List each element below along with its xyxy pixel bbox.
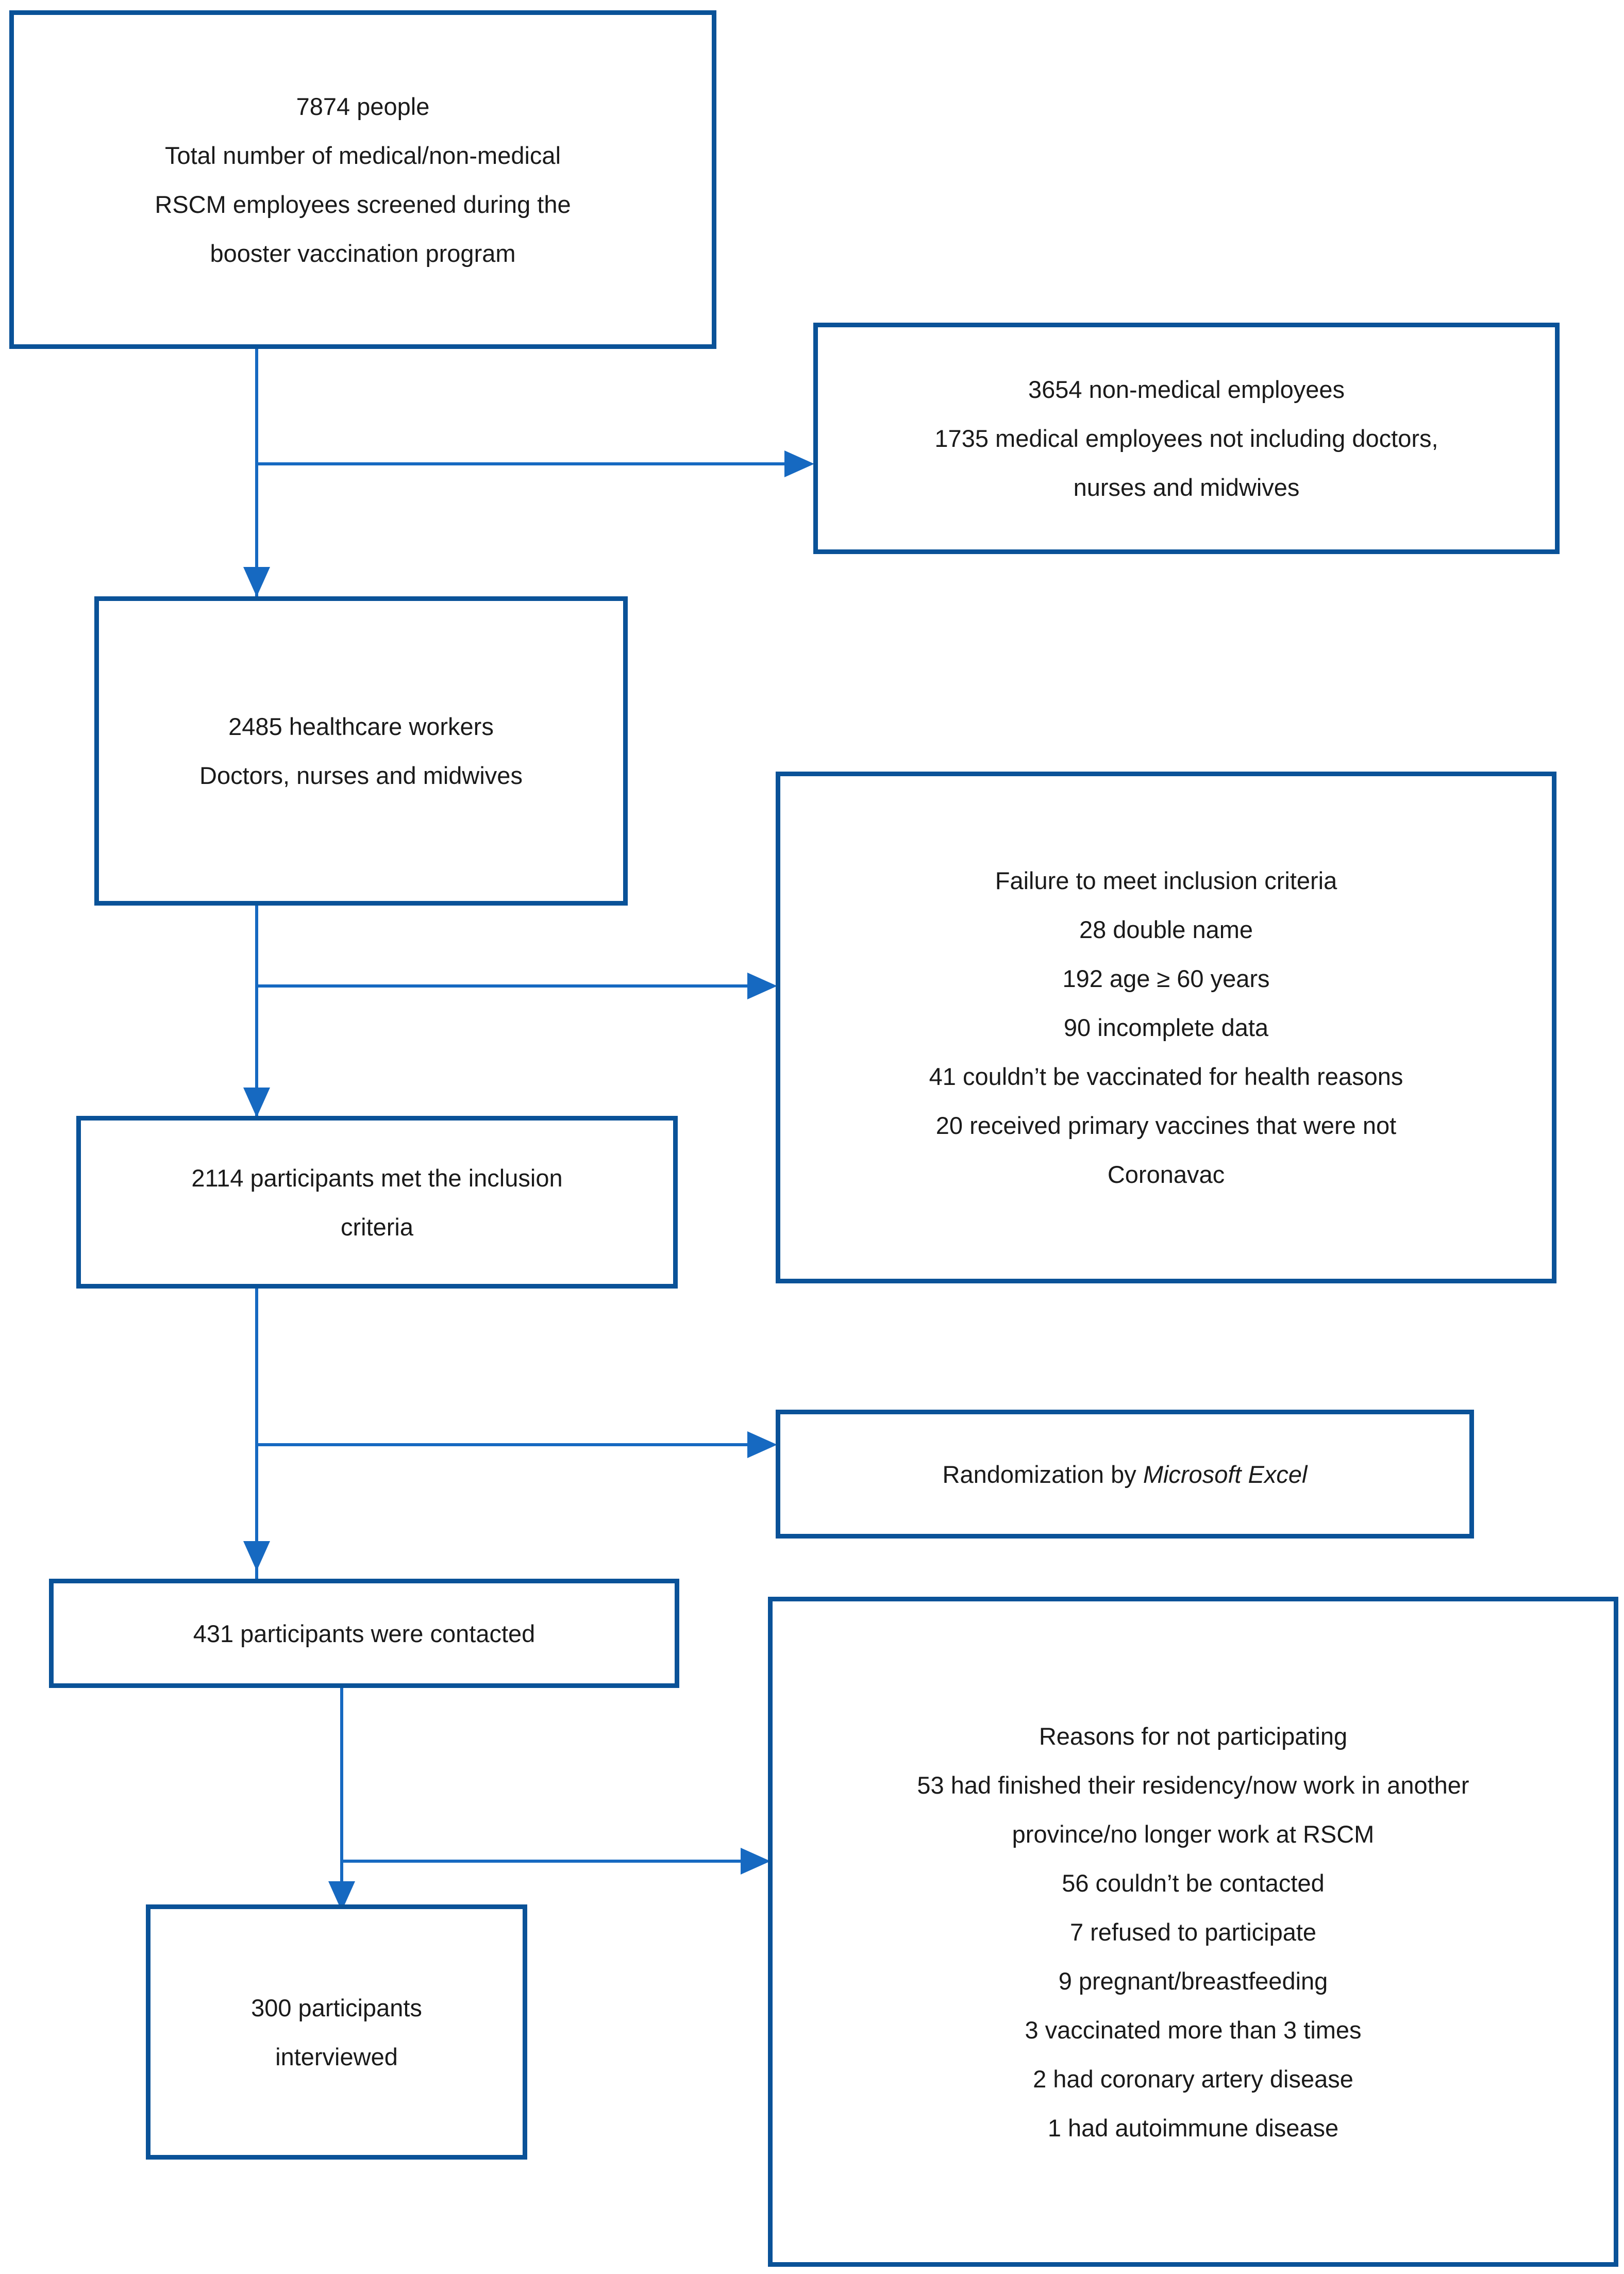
connector-horizontal-box1-to-box2 xyxy=(255,462,786,465)
node-line: RSCM employees screened during the xyxy=(155,190,571,218)
arrowhead-right-to-box2 xyxy=(784,450,814,477)
node-line: 90 incomplete data xyxy=(1063,1014,1269,1041)
node-line: 28 double name xyxy=(1079,916,1253,943)
node-line: Total number of medical/non-medical xyxy=(164,141,561,169)
node-line: criteria xyxy=(340,1213,414,1241)
node-excluded-non-medical: 3654 non-medical employees 1735 medical … xyxy=(813,323,1560,554)
node-screened-population: 7874 people Total number of medical/non-… xyxy=(9,10,716,349)
arrowhead-right-to-box6 xyxy=(747,1431,777,1458)
node-line: 431 participants were contacted xyxy=(193,1619,535,1647)
node-line: 20 received primary vaccines that were n… xyxy=(935,1112,1397,1139)
node-line: Failure to meet inclusion criteria xyxy=(995,867,1337,894)
node-line: 3 vaccinated more than 3 times xyxy=(1025,2016,1362,2044)
connector-horizontal-box7-to-box8 xyxy=(340,1860,742,1863)
node-line: 53 had finished their residency/now work… xyxy=(917,1771,1469,1799)
node-line: Coronavac xyxy=(1107,1161,1225,1188)
node-line: Randomization by Microsoft Excel xyxy=(780,1462,1469,1486)
randomization-tool-name: Microsoft Excel xyxy=(1143,1460,1308,1488)
connector-vertical-box5-to-box7 xyxy=(255,1237,258,1587)
node-line: 56 couldn’t be contacted xyxy=(1062,1869,1325,1897)
arrowhead-right-to-box8 xyxy=(741,1848,771,1875)
node-reasons-not-participating: Reasons for not participating 53 had fin… xyxy=(768,1597,1618,2267)
node-participants-contacted: 431 participants were contacted xyxy=(49,1579,679,1688)
connector-horizontal-box5-to-box6 xyxy=(255,1443,749,1446)
node-line: 7874 people xyxy=(296,92,430,120)
node-line: 2 had coronary artery disease xyxy=(1033,2065,1353,2093)
node-line: booster vaccination program xyxy=(210,239,516,267)
node-line: 2485 healthcare workers xyxy=(228,713,494,740)
node-line: 2114 participants met the inclusion xyxy=(191,1164,563,1192)
node-line: 300 participants xyxy=(251,1994,422,2021)
node-line: 41 couldn’t be vaccinated for health rea… xyxy=(929,1063,1403,1090)
node-met-inclusion-criteria: 2114 participants met the inclusion crit… xyxy=(76,1116,678,1289)
randomization-prefix: Randomization by xyxy=(942,1460,1143,1488)
node-line: interviewed xyxy=(275,2043,398,2070)
arrowhead-down-to-box7 xyxy=(243,1541,270,1571)
node-line: 192 age ≥ 60 years xyxy=(1062,965,1270,992)
node-participants-interviewed: 300 participants interviewed xyxy=(146,1904,527,2160)
node-line: 9 pregnant/breastfeeding xyxy=(1058,1967,1328,1995)
node-line: 1735 medical employees not including doc… xyxy=(934,425,1438,452)
arrowhead-down-to-box3 xyxy=(243,567,270,597)
arrowhead-down-to-box5 xyxy=(243,1088,270,1117)
node-line: 1 had autoimmune disease xyxy=(1047,2114,1339,2142)
node-line: 7 refused to participate xyxy=(1069,1918,1317,1946)
node-line: province/no longer work at RSCM xyxy=(1012,1820,1375,1848)
node-line: Doctors, nurses and midwives xyxy=(199,762,523,789)
arrowhead-right-to-box4 xyxy=(747,973,777,999)
node-line: 3654 non-medical employees xyxy=(1028,376,1345,403)
connector-horizontal-box3-to-box4 xyxy=(255,984,749,988)
node-randomization: Randomization by Microsoft Excel xyxy=(776,1410,1474,1539)
connector-vertical-box7-to-box9 xyxy=(340,1657,343,1935)
node-failed-inclusion-criteria: Failure to meet inclusion criteria 28 do… xyxy=(776,772,1556,1283)
node-line: nurses and midwives xyxy=(1073,474,1300,501)
node-line: Reasons for not participating xyxy=(1039,1722,1348,1750)
node-healthcare-workers: 2485 healthcare workers Doctors, nurses … xyxy=(94,596,628,906)
